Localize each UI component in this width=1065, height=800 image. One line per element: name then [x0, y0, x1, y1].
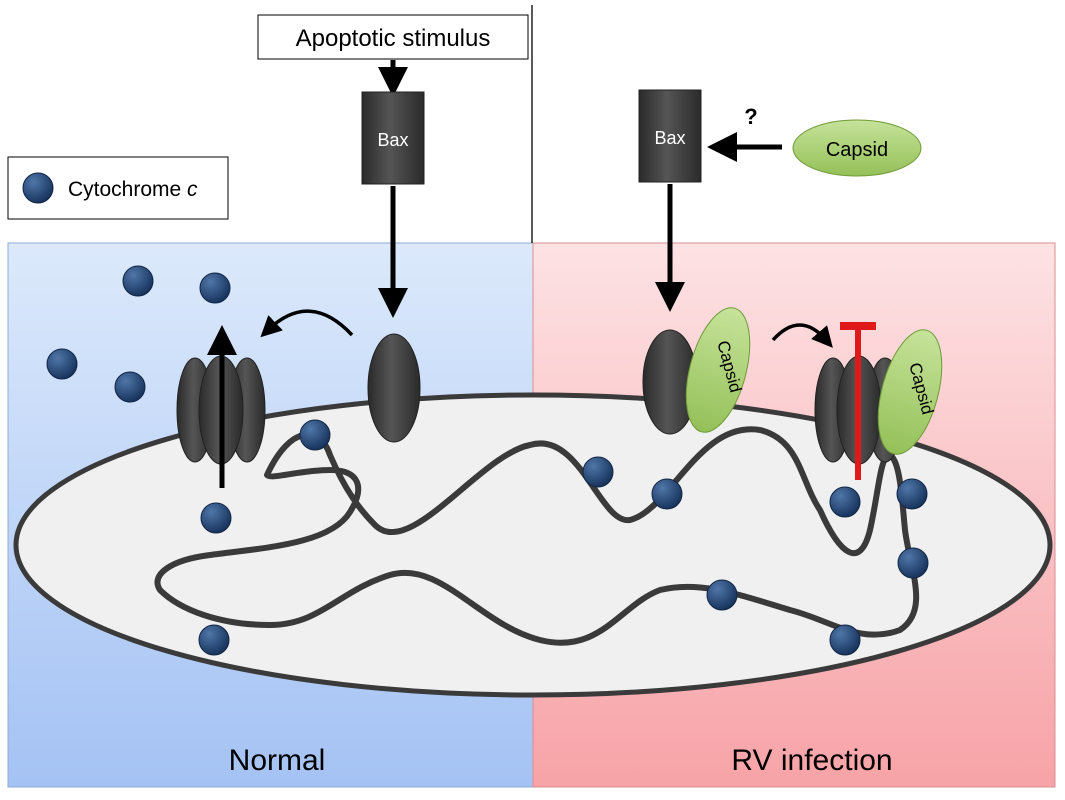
bax-label-right: Bax: [654, 128, 685, 148]
cytochrome-c-icon: [897, 547, 929, 579]
cytochrome-c-icon: [122, 265, 154, 297]
rv-infection-label: RV infection: [731, 744, 892, 777]
cytochrome-c-icon: [706, 579, 738, 611]
cytochrome-c-icon: [200, 502, 232, 534]
bax-box-right: [638, 89, 702, 183]
cytochrome-c-icon: [829, 486, 861, 518]
bax-membrane-left: [367, 333, 421, 443]
cytochrome-c-icon: [299, 419, 331, 451]
capsid-bound-bax: Capsid: [685, 307, 751, 433]
curved-arrow-right: [771, 323, 833, 348]
capsid-label-top: Capsid: [826, 139, 888, 161]
bax-box-left: [361, 91, 425, 185]
capsid-bound-pore: Capsid: [877, 329, 943, 455]
capsid-top: [792, 119, 922, 177]
curved-arrow-left: [260, 309, 354, 338]
cytochrome-c-icon: [199, 272, 231, 304]
bax-label-left: Bax: [377, 130, 408, 150]
inhibition-t-icon: [840, 322, 876, 480]
question-mark: ?: [744, 104, 757, 129]
cytochrome-c-icon: [46, 348, 78, 380]
cytochrome-c-icon: [896, 478, 928, 510]
apoptotic-stimulus-box: [257, 14, 529, 60]
cytochrome-c-icon: [829, 624, 861, 656]
cytochrome-c-icon: [198, 624, 230, 656]
mitochondrial-cristae: [154, 426, 920, 646]
pore-channel-left: [176, 355, 266, 465]
legend-label: Cytochrome c: [68, 178, 198, 201]
apoptotic-stimulus-label: Apoptotic stimulus: [296, 25, 491, 52]
cytochrome-c-molecules: [46, 265, 929, 656]
cytochrome-c-icon: [582, 456, 614, 488]
cytochrome-c-icon: [22, 172, 54, 204]
cytochrome-c-icon: [114, 371, 146, 403]
mitochondrion: [13, 392, 1053, 698]
normal-label: Normal: [229, 744, 326, 777]
cytochrome-c-icon: [651, 478, 683, 510]
